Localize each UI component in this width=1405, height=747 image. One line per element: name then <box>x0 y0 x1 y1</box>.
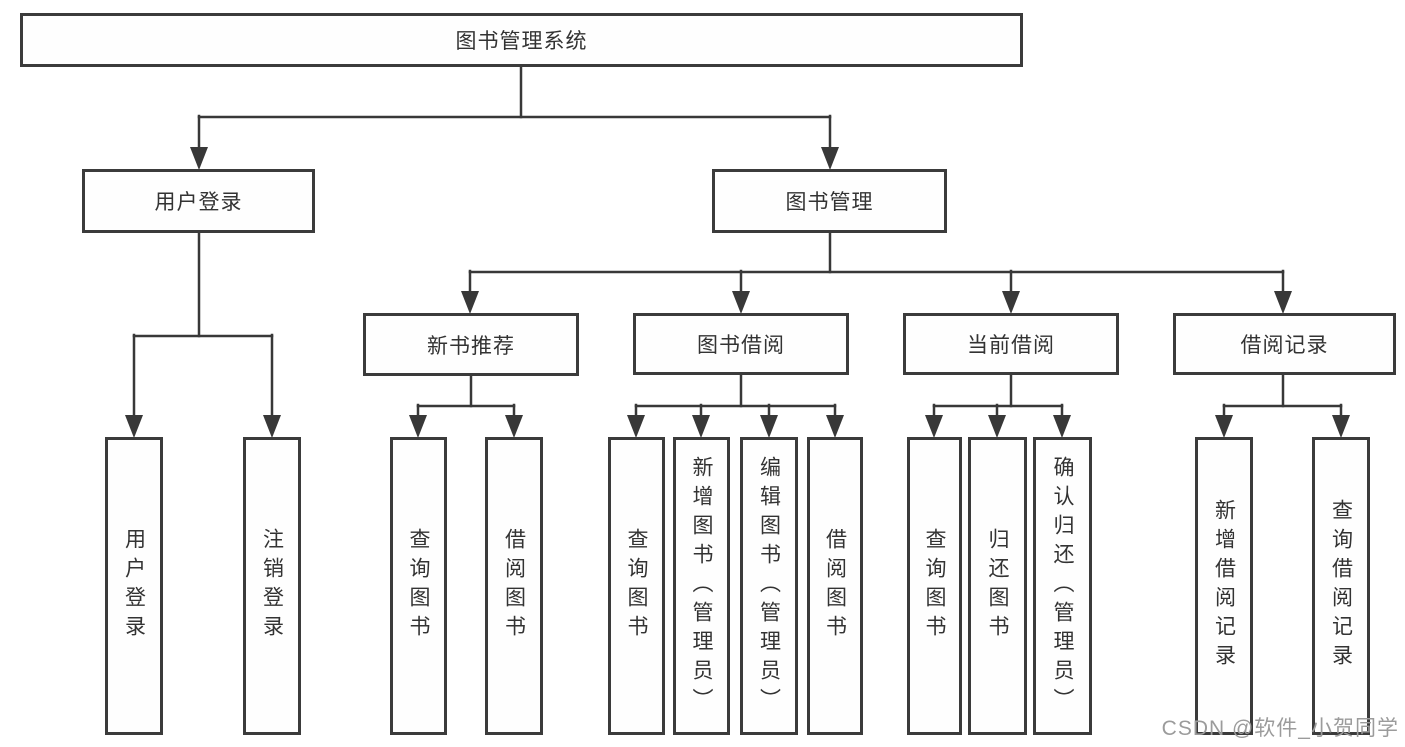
leaf-query-books-borrow: 查询图书 <box>608 437 665 735</box>
leaf-label: 查询图书 <box>407 528 430 644</box>
node-label: 用户登录 <box>154 191 243 214</box>
node-user-login: 用户登录 <box>82 169 315 233</box>
leaf-logout: 注销登录 <box>243 437 301 735</box>
leaf-return-books: 归还图书 <box>968 437 1027 735</box>
leaf-add-borrow-record: 新增借阅记录 <box>1195 437 1253 735</box>
node-current-borrowing: 当前借阅 <box>903 313 1119 375</box>
leaf-edit-books-admin: 编辑图书（管理员） <box>740 437 798 735</box>
node-borrowing-records: 借阅记录 <box>1173 313 1396 375</box>
leaf-query-books-current: 查询图书 <box>907 437 962 735</box>
leaf-label: 编辑图书（管理员） <box>757 455 781 717</box>
csdn-watermark: CSDN @软件_小贺同学 <box>1161 717 1399 740</box>
leaf-label: 查询图书 <box>923 528 946 644</box>
leaf-label: 查询借阅记录 <box>1329 499 1353 673</box>
node-label: 借阅记录 <box>1240 334 1329 357</box>
node-label: 图书借阅 <box>697 334 785 357</box>
leaf-label: 借阅图书 <box>502 528 526 644</box>
node-book-management: 图书管理 <box>712 169 947 233</box>
leaf-label: 查询图书 <box>625 528 648 644</box>
node-label: 图书管理系统 <box>455 30 588 53</box>
node-library-management-system: 图书管理系统 <box>20 13 1023 67</box>
leaf-borrow-books: 借阅图书 <box>807 437 863 735</box>
leaf-label: 借阅图书 <box>823 528 847 644</box>
node-book-borrowing: 图书借阅 <box>633 313 849 375</box>
leaf-user-login: 用户登录 <box>105 437 163 735</box>
leaf-label: 归还图书 <box>986 528 1009 644</box>
leaf-label: 新增图书（管理员） <box>690 455 713 717</box>
leaf-label: 用户登录 <box>122 528 146 644</box>
node-label: 当前借阅 <box>967 334 1055 357</box>
leaf-label: 注销登录 <box>260 528 284 644</box>
leaf-add-books-admin: 新增图书（管理员） <box>673 437 730 735</box>
leaf-confirm-return-admin: 确认归还（管理员） <box>1033 437 1092 735</box>
leaf-label: 新增借阅记录 <box>1212 499 1236 673</box>
leaf-label: 确认归还（管理员） <box>1051 455 1074 717</box>
node-label: 新书推荐 <box>427 334 515 358</box>
leaf-query-borrow-record: 查询借阅记录 <box>1312 437 1370 735</box>
leaf-borrow-books-recommend: 借阅图书 <box>485 437 543 735</box>
node-label: 图书管理 <box>785 191 874 214</box>
node-new-book-recommendation: 新书推荐 <box>363 313 579 376</box>
leaf-query-books-recommend: 查询图书 <box>390 437 447 735</box>
